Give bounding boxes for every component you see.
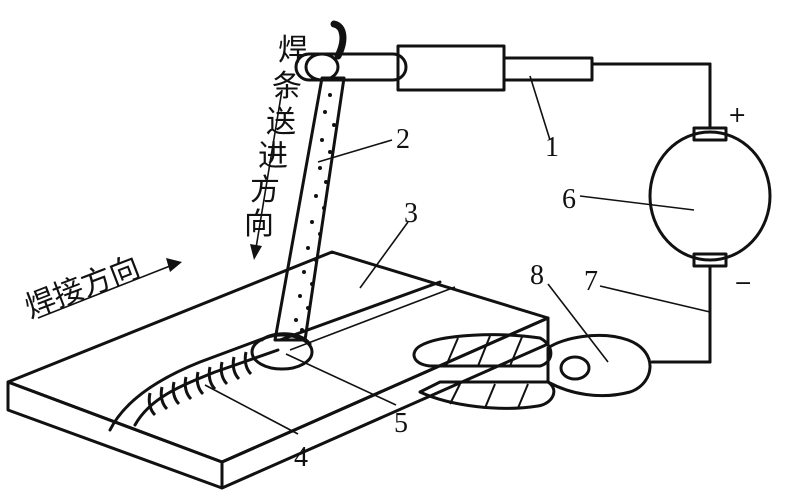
- callout-5: 5: [394, 408, 408, 439]
- feed-char-6: 向: [244, 207, 274, 242]
- callout-1: 1: [545, 132, 559, 163]
- feed-direction-label: 焊 条 送 进 方 向: [244, 33, 308, 242]
- callout-3: 3: [404, 198, 418, 229]
- minus-sign: −: [734, 271, 752, 296]
- feed-char-3: 送: [266, 105, 296, 140]
- weld-bead: [108, 334, 280, 432]
- electrode: [273, 76, 346, 342]
- feed-char-5: 方: [250, 173, 280, 208]
- welding-direction-arrow: [37, 258, 182, 319]
- feed-char-1: 焊: [278, 33, 308, 68]
- leader-lines: [204, 75, 711, 435]
- callout-2: 2: [396, 124, 410, 155]
- callout-4: 4: [294, 442, 308, 473]
- feed-char-4: 进: [258, 139, 288, 174]
- welding-direction-label: 焊接方向: [20, 250, 145, 326]
- callout-7: 7: [584, 266, 598, 297]
- plus-sign: +: [728, 103, 746, 128]
- electrode-holder: [294, 20, 712, 92]
- ground-clamp: [412, 333, 652, 410]
- molten-pool: [250, 332, 314, 371]
- callout-6: 6: [562, 184, 576, 215]
- feed-char-2: 条: [272, 69, 302, 104]
- callout-8: 8: [530, 260, 544, 291]
- welding-generator: [648, 62, 772, 364]
- feed-direction-arrow: [250, 89, 283, 260]
